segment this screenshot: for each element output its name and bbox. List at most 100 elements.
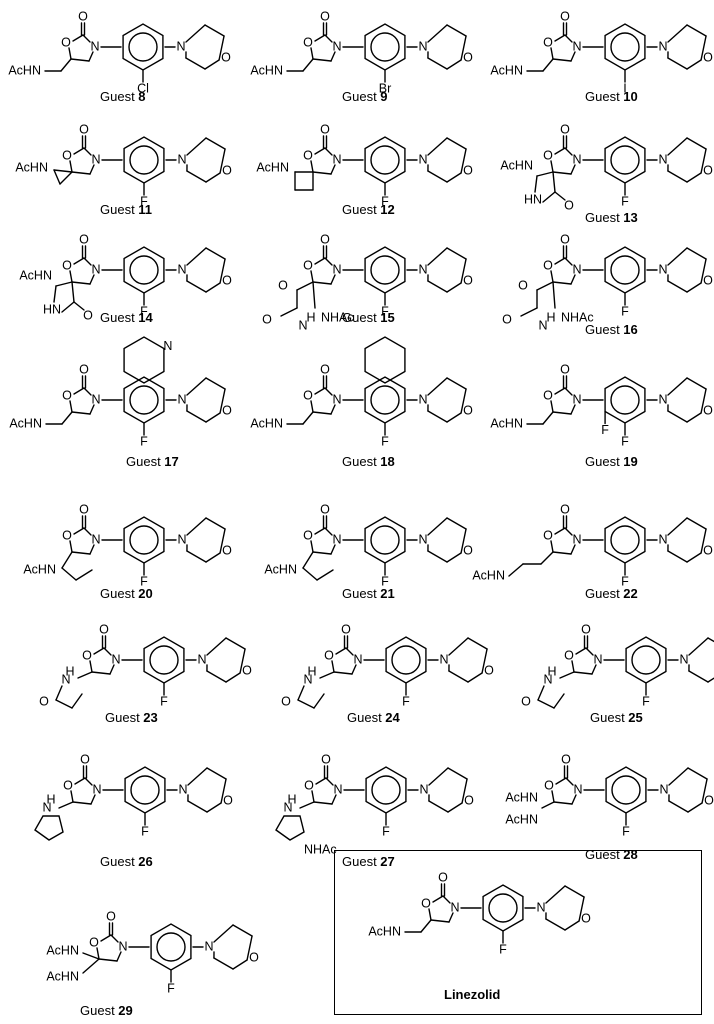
pyrrole-h-label: H	[287, 792, 296, 806]
ring-bond	[552, 58, 572, 62]
side-chain-bond	[319, 671, 335, 679]
morpholine-bond	[225, 637, 246, 650]
morpholine-oxygen-label: O	[704, 793, 714, 807]
ring-oxygen-label: O	[303, 388, 313, 402]
side-chain-bond	[299, 801, 315, 809]
morpholine-bond	[578, 896, 585, 922]
ring-bond	[316, 569, 334, 581]
ring-bond	[312, 411, 332, 415]
ring-nitrogen-label: N	[333, 782, 342, 796]
ring-bond	[555, 777, 567, 785]
ring-bond	[351, 664, 357, 675]
ring-bond	[430, 919, 450, 923]
side-chain-bond	[82, 958, 100, 974]
morpholine-bond	[687, 767, 708, 780]
caption-linezolid: Linezolid	[444, 987, 500, 1002]
caption-guest-15: Guest 15	[342, 310, 395, 325]
morpholine-oxygen-label: O	[581, 911, 591, 925]
ring-bond	[314, 257, 326, 265]
caption-guest-11: Guest 11	[100, 202, 152, 217]
ring-bond	[98, 958, 118, 962]
morpholine-bond	[686, 247, 707, 260]
aromatic-circle	[611, 775, 641, 805]
morpholine-bond	[686, 24, 707, 37]
carbonyl-oxygen-label: O	[320, 502, 330, 516]
achn-label: AcHN	[250, 63, 283, 77]
ring-bond	[552, 411, 572, 415]
substituent-label: F	[622, 824, 630, 838]
morpholine-nitrogen-label: N	[658, 262, 667, 276]
ring-bond	[330, 51, 336, 62]
caption-number: 16	[623, 322, 638, 337]
substituent-label: F	[140, 304, 148, 318]
morpholine-bond	[700, 148, 707, 174]
nhac-label: NHAc	[304, 842, 337, 856]
ring-bond	[91, 671, 111, 675]
achn-label: AcHN	[256, 160, 289, 174]
ring-bond	[573, 671, 593, 675]
morpholine-bond	[205, 137, 226, 150]
pyrrole-ring	[275, 815, 305, 841]
ring-bond	[330, 164, 336, 175]
morpholine-bond	[467, 672, 483, 683]
ring-bond	[554, 257, 566, 265]
lactam-oxygen-label: O	[564, 198, 574, 212]
substituent-label: Cl	[137, 81, 149, 95]
ring-bond	[570, 404, 576, 415]
morpholine-bond	[232, 959, 248, 970]
morpholine-bond	[447, 767, 468, 780]
aromatic-circle	[129, 255, 159, 285]
caption-word: Guest	[590, 710, 629, 725]
caption-guest-10: Guest 10	[585, 89, 638, 104]
ring-nitrogen-label: N	[572, 152, 581, 166]
substituent-label: Br	[379, 81, 392, 95]
ring-nitrogen-label: N	[91, 392, 100, 406]
achn-label: AcHN	[505, 812, 538, 826]
side-chain-bond	[540, 551, 554, 565]
ring-bond	[71, 411, 91, 415]
morpholine-oxygen-label: O	[222, 543, 232, 557]
caption-word: Guest	[100, 854, 139, 869]
aromatic-circle	[156, 932, 186, 962]
ring-bond	[73, 387, 85, 395]
substituent-label: F	[381, 194, 389, 208]
aromatic-circle	[129, 525, 159, 555]
ring-oxygen-label: O	[543, 35, 553, 49]
morpholine-bond	[545, 885, 566, 904]
ring-bond	[70, 58, 90, 62]
ring-bond	[591, 664, 597, 675]
ring-oxygen-label: O	[82, 648, 92, 662]
morpholine-bond	[206, 637, 227, 656]
morpholine-bond	[686, 59, 702, 70]
caption-word: Guest	[100, 89, 139, 104]
ring-bond	[310, 540, 314, 553]
ring-bond	[565, 777, 574, 786]
caption-word: Guest	[585, 454, 624, 469]
lactam-nh-label: HN	[43, 302, 61, 316]
ring-bond	[70, 790, 74, 803]
caption-number: 11	[138, 202, 153, 217]
ring-bond	[72, 34, 84, 42]
ring-bond	[554, 387, 566, 395]
ring-bond	[324, 527, 333, 536]
morpholine-bond	[205, 377, 226, 390]
ring-bond	[89, 660, 93, 673]
ring-oxygen-label: O	[62, 148, 72, 162]
morpholine-bond	[446, 24, 467, 37]
morpholine-nitrogen-label: N	[177, 392, 186, 406]
ring-bond	[552, 171, 572, 175]
ring-bond	[312, 58, 332, 62]
ring-bond	[564, 257, 573, 266]
carbonyl-oxygen-label: O	[560, 502, 570, 516]
caption-number: 25	[628, 710, 643, 725]
morpholine-bond	[186, 410, 207, 423]
ring-bond	[552, 281, 572, 285]
ring-bond	[570, 164, 576, 175]
caption-word: Guest	[105, 710, 144, 725]
ring-bond	[61, 567, 77, 581]
